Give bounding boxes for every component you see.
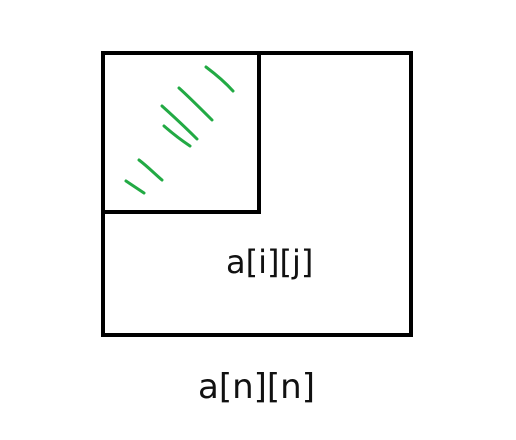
hatch-stroke — [124, 179, 146, 195]
element-label: a[i][j] — [226, 243, 314, 281]
hatch-stroke — [162, 124, 192, 148]
hatch-stroke — [177, 86, 214, 122]
hatch-stroke — [160, 104, 199, 141]
hatch-stroke — [137, 158, 164, 182]
inner-submatrix-square — [103, 51, 261, 214]
matrix-label: a[n][n] — [198, 367, 315, 407]
hatch-stroke — [204, 65, 235, 93]
green-hatch-marks — [124, 65, 235, 195]
